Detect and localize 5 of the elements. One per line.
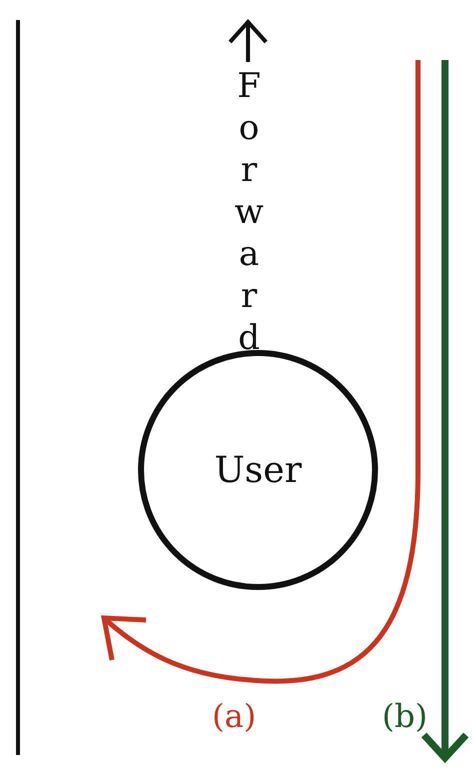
- node-label: User: [214, 450, 302, 490]
- user-circle: [138, 350, 378, 590]
- direction-label: Forward: [232, 66, 266, 360]
- path-label: (a): [212, 700, 256, 732]
- path-label: (b): [382, 700, 428, 732]
